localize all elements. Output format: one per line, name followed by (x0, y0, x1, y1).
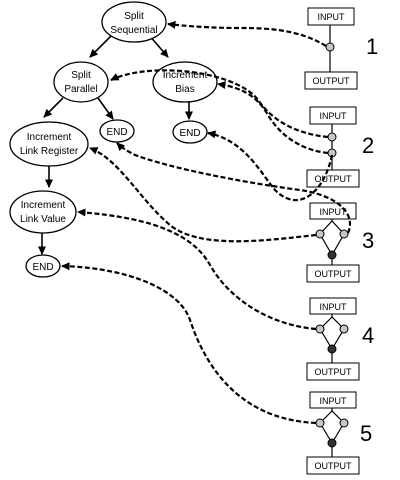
node-end-bias-label: END (179, 128, 200, 139)
circuit-5-number: 5 (360, 421, 372, 446)
link-circuit-2-lower-to-increment-bias (217, 81, 329, 155)
circuit-2-node-upper (327, 132, 337, 142)
node-split-sequential-line2: Sequential (110, 25, 157, 36)
circuit-4-node-bottom (327, 344, 337, 354)
circuit-3-output-label: OUTPUT (315, 269, 353, 279)
node-increment-link-value-line2: Link Value (20, 214, 66, 225)
circuit-1-output-label: OUTPUT (313, 76, 351, 86)
circuit-3-node-right (339, 229, 349, 239)
link-circuit-3-left-to-link-register (89, 146, 317, 243)
circuit-1: INPUT OUTPUT 1 (304, 7, 378, 90)
circuit-4: INPUT OUTPUT 4 (306, 297, 374, 381)
node-end-link-value-label: END (32, 262, 53, 273)
link-circuit-1-to-split-sequential (167, 20, 327, 47)
circuit-3-node-left (315, 229, 325, 239)
node-split-parallel-line1: Split (71, 70, 91, 81)
circuit-4-node-left (315, 324, 325, 334)
node-split-parallel: Split Parallel (53, 61, 109, 103)
circuit-5-node-left (315, 418, 325, 428)
node-end-bias: END (172, 120, 208, 144)
node-increment-bias-line1: Increment (163, 70, 208, 81)
circuit-4-input-label: INPUT (320, 302, 348, 312)
node-split-parallel-line2: Parallel (64, 84, 97, 95)
circuit-5: INPUT OUTPUT 5 (306, 391, 372, 475)
node-split-sequential: Split Sequential (101, 1, 167, 43)
circuit-1-input-label: INPUT (318, 12, 346, 22)
circuit-1-number: 1 (366, 34, 378, 59)
circuit-2-output-label: OUTPUT (315, 174, 353, 184)
circuit-3: INPUT OUTPUT 3 (306, 202, 374, 283)
circuit-3-node-bottom (327, 250, 337, 260)
dashed-links (61, 20, 352, 425)
circuit-3-input-label: INPUT (320, 207, 348, 217)
link-circuit-2-to-end-bias (207, 130, 334, 202)
node-increment-link-register: Increment Link Register (9, 121, 89, 167)
circuit-3-number: 3 (362, 228, 374, 253)
node-increment-link-register-line1: Increment (27, 132, 72, 143)
node-end-parallel-label: END (106, 127, 127, 138)
edge-sequential-to-parallel (89, 33, 114, 58)
circuit-4-output-label: OUTPUT (315, 367, 353, 377)
node-increment-link-value-line1: Increment (21, 200, 66, 211)
edge-parallel-to-end (97, 97, 114, 120)
edge-parallel-to-link-register (43, 97, 64, 118)
link-circuit-2-upper-to-split-parallel (110, 69, 329, 139)
circuit-2: INPUT OUTPUT 2 (306, 106, 374, 188)
node-end-link-value: END (25, 254, 61, 278)
node-increment-link-register-line2: Link Register (20, 146, 79, 157)
circuit-2-number: 2 (362, 133, 374, 158)
circuit-1-node (325, 42, 335, 52)
node-increment-link-value: Increment Link Value (9, 190, 77, 234)
node-split-sequential-line1: Split (124, 11, 144, 22)
link-circuit-3-right-to-end-parallel (116, 142, 352, 234)
node-end-parallel: END (99, 119, 135, 143)
circuit-5-input-label: INPUT (320, 396, 348, 406)
link-circuit-4-to-link-value (77, 208, 317, 331)
circuit-2-input-label: INPUT (320, 111, 348, 121)
circuit-5-node-bottom (327, 438, 337, 448)
node-increment-bias: Increment Bias (152, 61, 218, 103)
circuit-5-output-label: OUTPUT (315, 461, 353, 471)
circuit-4-node-right (339, 324, 349, 334)
node-increment-bias-line2: Bias (175, 84, 194, 95)
circuit-5-node-right (339, 418, 349, 428)
circuit-4-number: 4 (362, 323, 374, 348)
link-circuit-5-to-end-link-value (61, 262, 317, 425)
